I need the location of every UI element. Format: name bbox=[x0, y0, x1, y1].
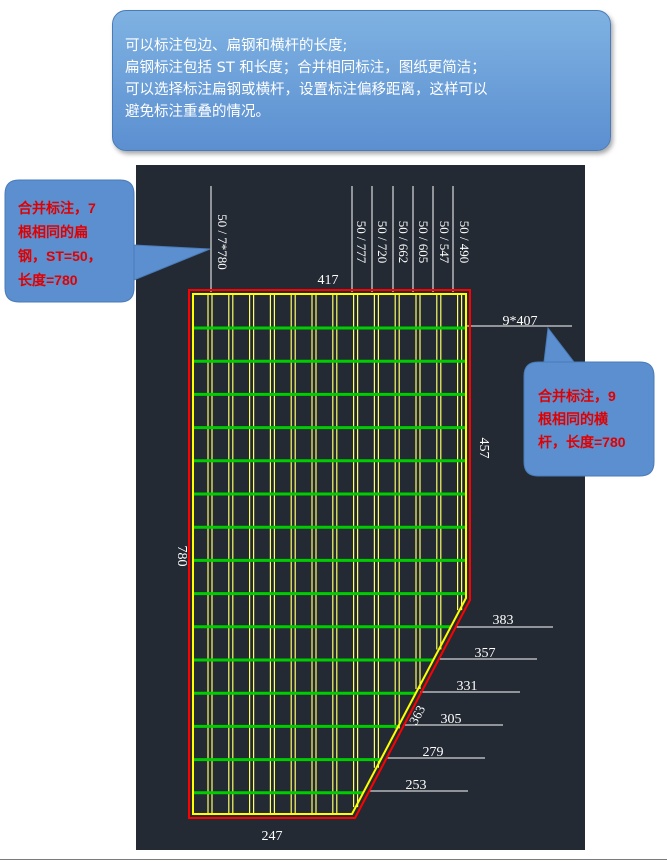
crossbar-merged-dim: 9*407 bbox=[503, 314, 538, 329]
crossbar-callout-line-1: 合并标注，9 bbox=[538, 388, 616, 404]
crossbar-callout-bubble bbox=[523, 326, 655, 477]
svg-text:合并标注，7 根相同的扁 钢，ST=: 合并标注，7 根相同的扁 钢，ST=50， 长度=780 bbox=[18, 200, 106, 288]
extension-lines bbox=[210, 186, 572, 792]
bottom-dim-5: 279 bbox=[423, 745, 444, 760]
bottom-dim-4: 305 bbox=[441, 712, 462, 727]
bottom-dim-1: 383 bbox=[493, 613, 514, 628]
flat-steel-label-6: 50 / 547 bbox=[437, 221, 452, 264]
crossbar-callout-line-2: 根相同的横 bbox=[538, 411, 609, 427]
bottom-dim-3: 331 bbox=[457, 679, 478, 694]
crossbar-callout: 合并标注，9 根相同的横 杆，长度=780 bbox=[523, 326, 655, 477]
flat-steel-label-1: 50 / 7*780 bbox=[215, 214, 230, 270]
flat-steel-label-2: 50 / 777 bbox=[354, 221, 369, 264]
frame-inner bbox=[192, 293, 467, 815]
intro-line-2: 扁钢标注包括 ST 和长度；合并相同标注，图纸更简洁； bbox=[125, 60, 486, 76]
page-bottom-rule bbox=[0, 859, 667, 860]
flat-steel-label-3: 50 / 720 bbox=[375, 221, 390, 264]
left-edge-dim: 780 bbox=[174, 546, 189, 567]
flat-steel-callout-line-4: 长度=780 bbox=[18, 272, 78, 288]
svg-text:合并标注，9 根相同的横 杆，长度=: 合并标注，9 根相同的横 杆，长度=780 bbox=[538, 388, 626, 450]
bottom-dim-6: 253 bbox=[406, 778, 427, 793]
intro-callout: 可以标注包边、扁钢和横杆的长度; 扁钢标注包括 ST 和长度；合并相同标注，图纸… bbox=[112, 10, 611, 151]
bottom-edge-dim: 247 bbox=[262, 829, 283, 844]
flat-steel-callout-bubble bbox=[4, 179, 211, 303]
crossbar-callout-line-3: 杆，长度=780 bbox=[538, 434, 626, 450]
right-edge-dim: 457 bbox=[476, 438, 491, 459]
top-edge-dim: 417 bbox=[318, 273, 339, 288]
intro-line-4: 避免标注重叠的情况。 bbox=[125, 104, 270, 120]
flat-steel-callout: 合并标注，7 根相同的扁 钢，ST=50， 长度=780 bbox=[4, 179, 211, 303]
flat-steel-label-4: 50 / 662 bbox=[396, 221, 411, 264]
flat-steel-label-5: 50 / 605 bbox=[416, 221, 431, 264]
flat-steel-label-7: 50 / 490 bbox=[457, 221, 472, 264]
frame-outer bbox=[188, 289, 471, 819]
bottom-dim-2: 357 bbox=[475, 646, 496, 661]
flat-steel-callout-line-3: 钢，ST=50， bbox=[18, 248, 102, 264]
intro-line-3: 可以选择标注扁钢或横杆，设置标注偏移距离，这样可以 bbox=[125, 82, 488, 98]
crossbar-group bbox=[193, 326, 466, 795]
flat-steel-callout-line-1: 合并标注，7 bbox=[18, 200, 96, 216]
flat-steel-callout-line-2: 根相同的扁 bbox=[18, 224, 88, 240]
cad-canvas bbox=[136, 165, 585, 850]
intro-line-1: 可以标注包边、扁钢和横杆的长度; bbox=[125, 38, 348, 54]
